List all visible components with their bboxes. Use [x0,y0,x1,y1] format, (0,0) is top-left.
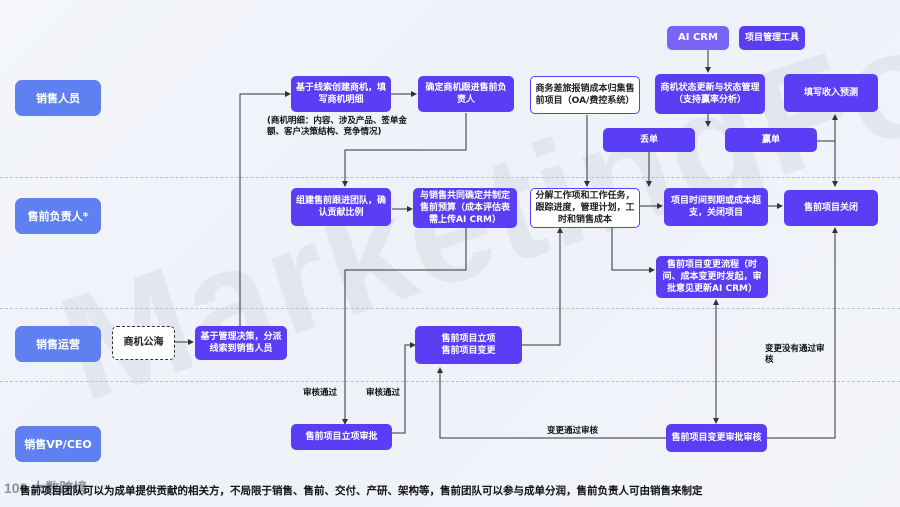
change-fail-note: 变更没有通过审核 [765,344,825,365]
opportunity-pool-box: 商机公海 [112,326,175,360]
footer-note: 售前项目团队可以为成单提供贡献的相关方，不局限于销售、售前、交付、产研、架构等，… [20,485,703,497]
change-approval-box: 售前项目变更审批审核 [666,424,767,452]
lane-separator [0,177,900,178]
change-pass-note: 变更通过审核 [547,426,599,436]
pm-tool-box: 项目管理工具 [739,26,805,50]
set-budget-box: 与销售共同确定并制定售前预算（成本评估表需上传AI CRM） [413,188,517,228]
lane-sales: 销售人员 [15,80,101,116]
ai-crm-box: AI CRM [667,26,729,50]
confirm-owner-box: 确定商机跟进售前负责人 [418,76,514,112]
travel-cost-box: 商务差旅报销成本归集售前项目（OA/费控系统） [530,76,640,114]
change-flow-box: 售前项目变更流程（时间、成本变更时发起，审批意见更新AI CRM） [656,256,768,298]
close-on-overrun-box: 项目时间到期或成本超支，关闭项目 [664,188,768,226]
lane-separator [0,381,900,382]
decompose-tasks-box: 分解工作项和工作任务，跟踪进度，管理计划，工时和销售成本 [530,188,640,228]
won-box: 赢单 [725,128,817,152]
lane-presales-lead: 售前负责人* [15,198,101,234]
create-opportunity-box: 基于线索创建商机，填写商机明细 [291,76,391,112]
opp-status-box: 商机状态更新与状态管理（支持赢率分析） [655,74,765,114]
fill-revenue-box: 填写收入预测 [784,74,878,112]
lost-box: 丢单 [603,128,695,152]
setup-approval-box: 售前项目立项审批 [291,424,392,450]
lane-separator [0,308,900,309]
build-team-box: 组建售前跟进团队，确认贡献比例 [291,188,391,226]
lane-vp-ceo: 销售VP/CEO [15,426,101,462]
approve-note-2: 审核通过 [366,388,401,398]
presales-close-box: 售前项目关闭 [784,190,878,226]
approve-note-1: 审核通过 [303,388,338,398]
lane-sales-ops: 销售运营 [15,326,101,362]
project-setup-box: 售前项目立项 售前项目变更 [415,326,522,364]
brand-logo: 100 大数跨境 [4,480,88,496]
opportunity-detail-note: (商机明细：内容、涉及产品、签单金额、客户决策结构、竞争情况) [267,116,407,137]
assign-leads-box: 基于管理决策，分派线索到销售人员 [195,326,287,360]
